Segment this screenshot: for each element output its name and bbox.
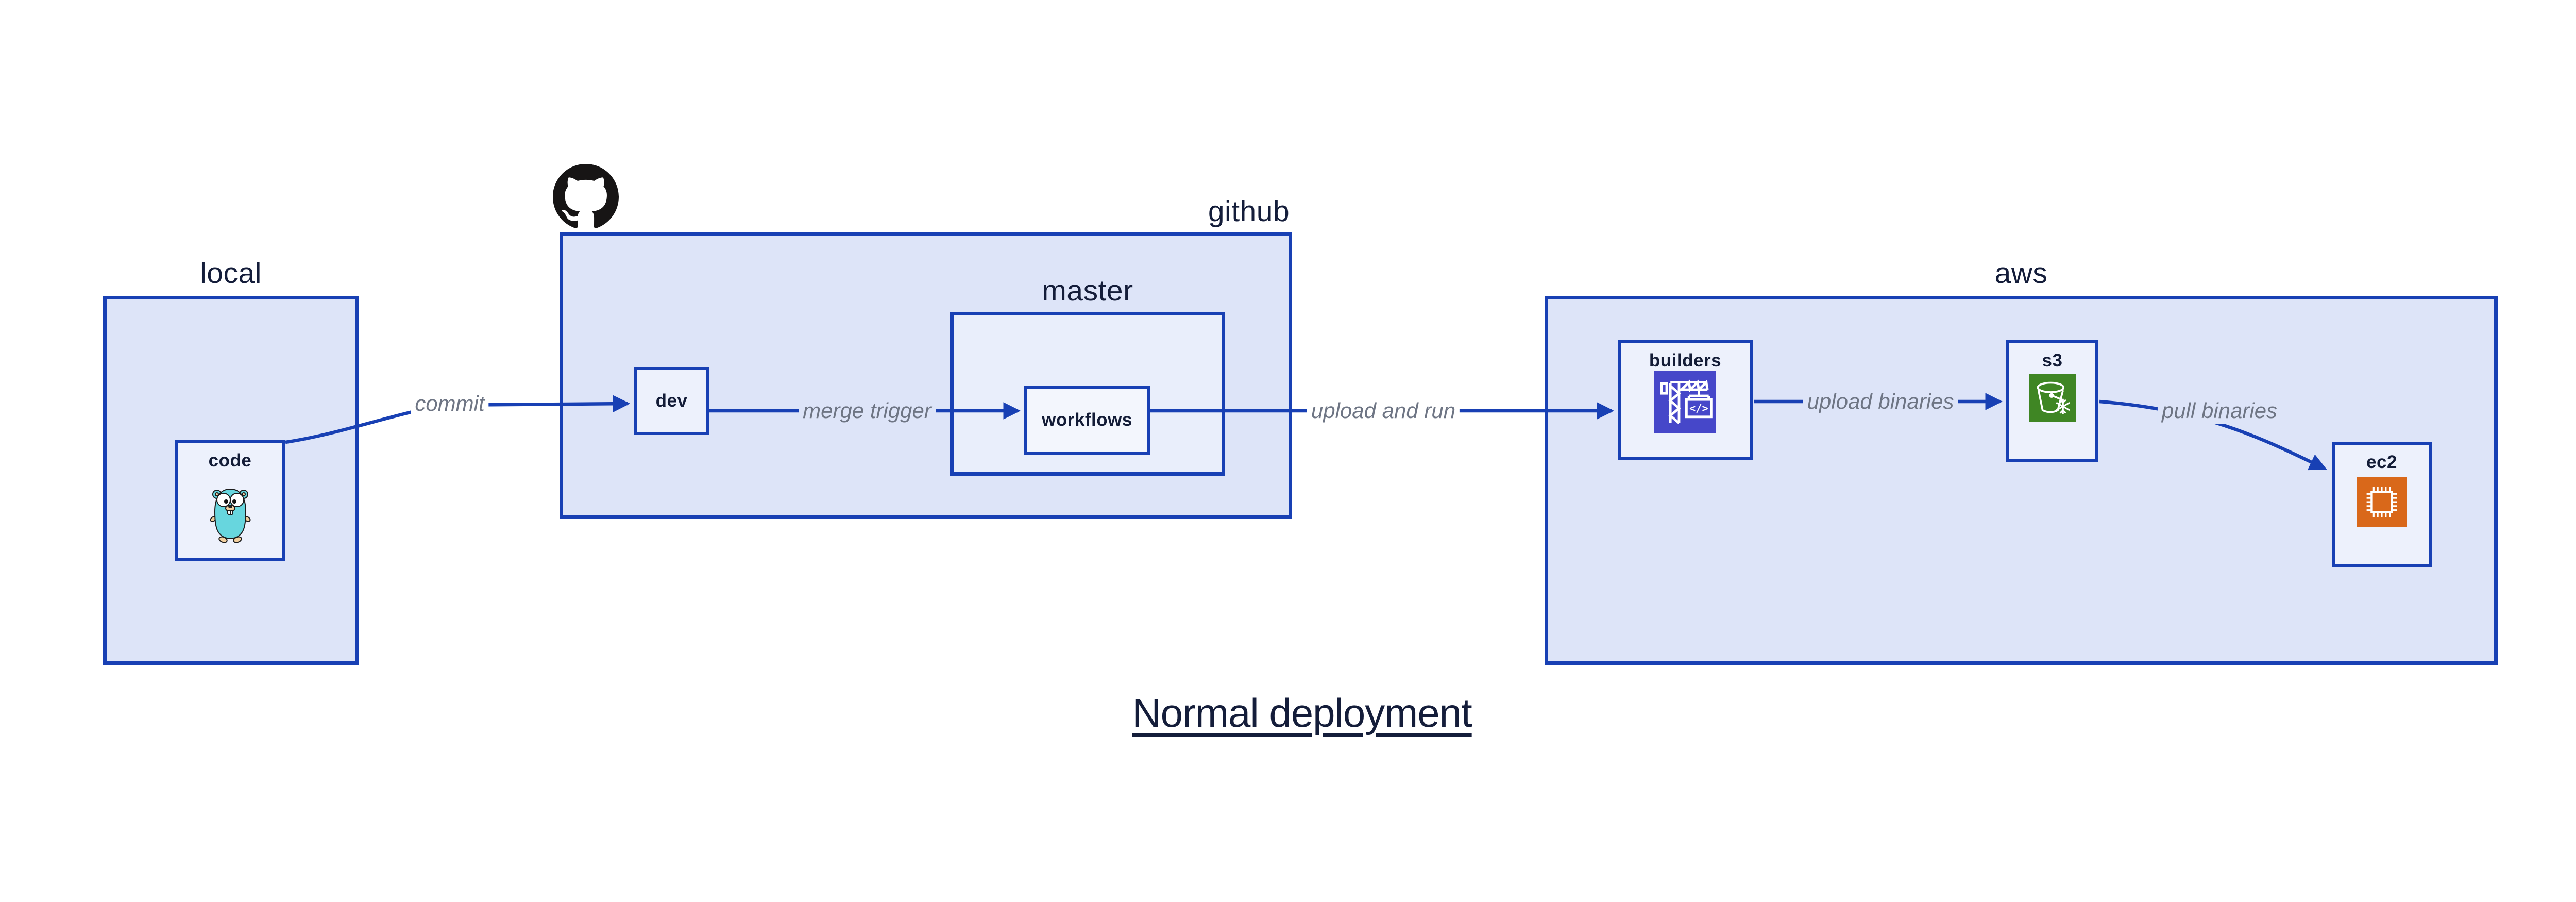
diagram-title: Normal deployment (1132, 690, 1472, 736)
node-workflows-label: workflows (1042, 410, 1132, 430)
codebuild-crane-icon: </> (1654, 371, 1716, 433)
node-s3: s3 (2006, 340, 2098, 462)
node-ec2: ec2 (2332, 442, 2432, 567)
node-workflows: workflows (1024, 386, 1150, 455)
group-label-local: local (200, 257, 262, 290)
edge-label-commit: commit (411, 391, 489, 416)
node-builders: builders </> (1618, 340, 1753, 460)
codebuild-code-glyph: </> (1689, 402, 1708, 414)
node-code: code (175, 440, 285, 561)
ec2-chip-icon (2357, 477, 2407, 527)
node-builders-label: builders (1649, 350, 1722, 371)
edge-label-merge-trigger: merge trigger (799, 398, 936, 424)
group-label-master: master (1042, 274, 1133, 307)
github-octocat-icon (553, 164, 619, 228)
group-label-aws: aws (1994, 257, 2048, 290)
go-gopher-icon (209, 488, 251, 543)
group-label-github: github (1208, 195, 1290, 228)
node-s3-label: s3 (2042, 350, 2063, 371)
edge-label-upload-binaries: upload binaries (1803, 389, 1958, 414)
s3-bucket-snowflake-icon (2028, 374, 2076, 422)
node-dev-label: dev (655, 391, 688, 411)
node-code-label: code (208, 450, 252, 471)
node-ec2-label: ec2 (2366, 452, 2397, 472)
edge-label-upload-and-run: upload and run (1307, 398, 1460, 424)
node-dev: dev (634, 367, 709, 435)
edge-label-pull-binaries: pull binaries (2157, 398, 2282, 424)
